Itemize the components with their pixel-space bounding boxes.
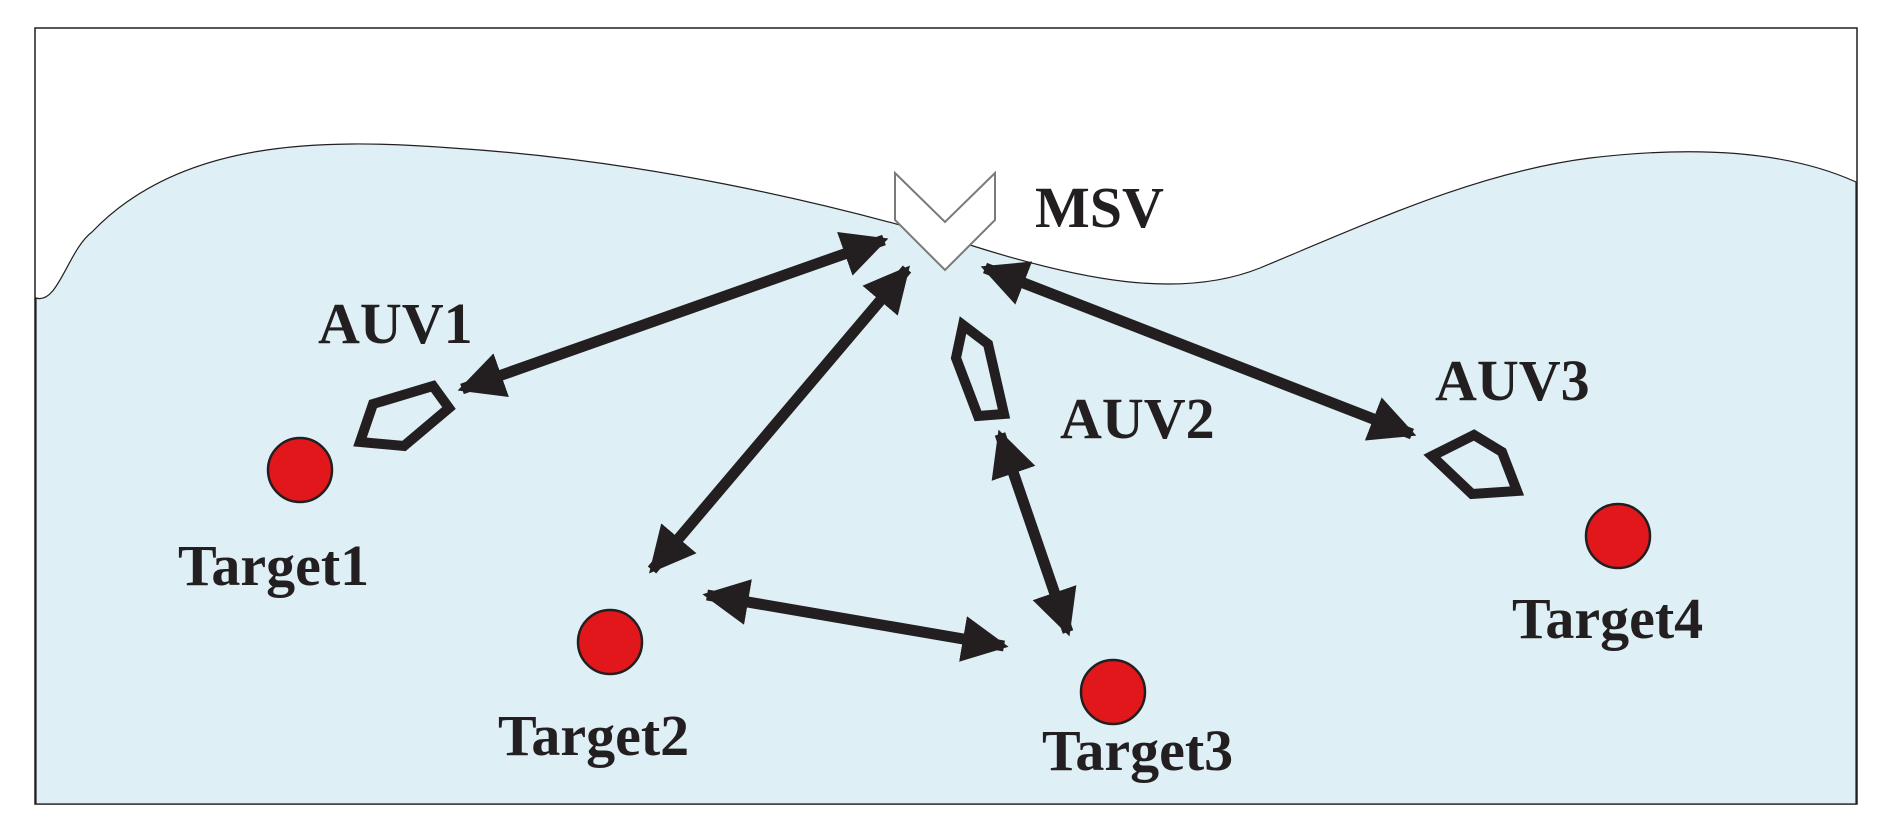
msv-label: MSV <box>1035 175 1164 240</box>
link-auv2-target3 <box>991 429 1077 637</box>
auv2-icon <box>950 316 1011 422</box>
auv2-label: AUV2 <box>1060 386 1215 451</box>
target2-dot-icon <box>576 608 644 676</box>
link-target2-target3 <box>702 579 1009 662</box>
target2-label: Target2 <box>498 703 689 768</box>
target4-label: Target4 <box>1512 586 1703 651</box>
link-msv-target2 <box>647 265 912 574</box>
auv1-label: AUV1 <box>318 291 473 356</box>
communication-links <box>457 232 1417 662</box>
auv1-icon <box>353 380 456 452</box>
link-msv-auv3 <box>980 261 1417 441</box>
auv3-label: AUV3 <box>1435 348 1590 413</box>
target3-dot-icon <box>1079 658 1147 726</box>
target1-dot-icon <box>266 436 334 504</box>
target4-dot-icon <box>1584 502 1652 570</box>
auv3-icon <box>1423 429 1525 500</box>
msv-ship-icon <box>894 170 996 272</box>
target3-label: Target3 <box>1042 718 1233 783</box>
target1-label: Target1 <box>178 533 369 598</box>
